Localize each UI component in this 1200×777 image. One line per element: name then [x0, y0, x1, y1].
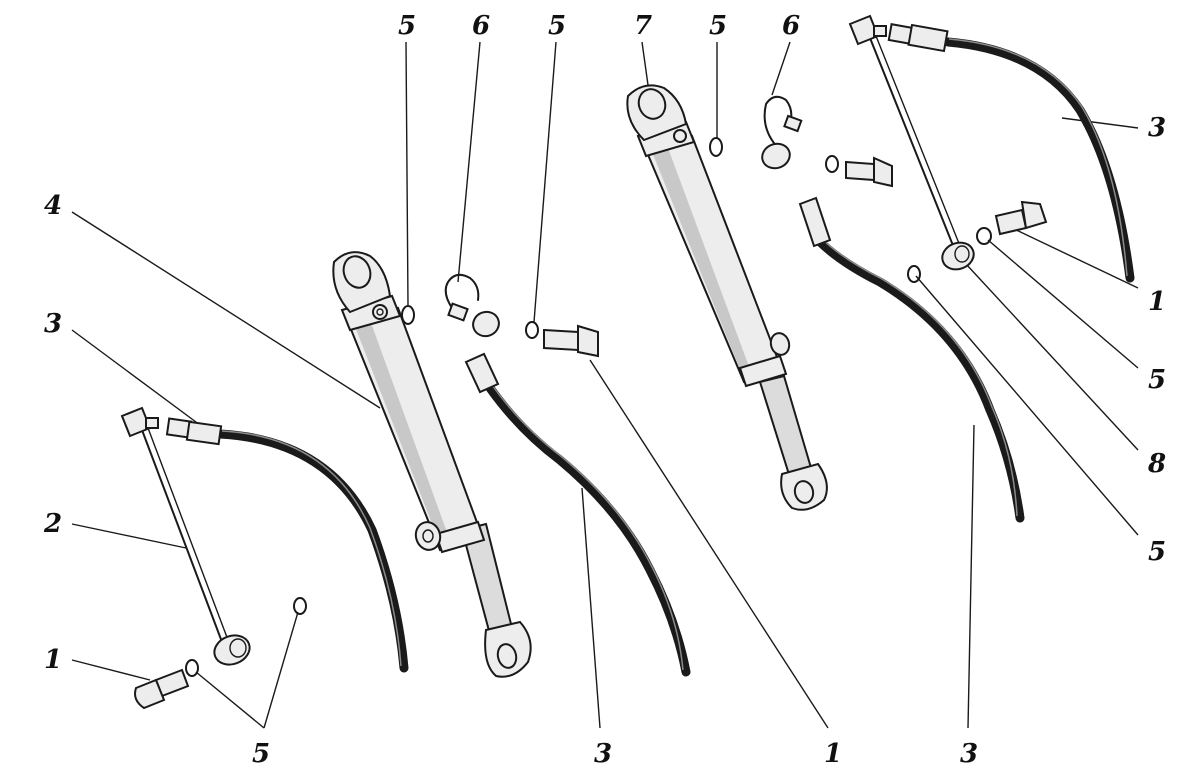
- leader-top-5a: [405, 41, 409, 306]
- leader-top-6b: [771, 41, 791, 96]
- leader-right-5a: [987, 239, 1139, 369]
- washer-2: [525, 321, 539, 339]
- hose-right-lower: [798, 196, 1025, 523]
- hydraulic-cylinder-left: [332, 251, 532, 678]
- callout-top-6a: 6: [472, 11, 490, 41]
- leader-bottom-3a: [581, 487, 601, 729]
- hose-center: [464, 352, 691, 677]
- callout-right-3: 3: [1148, 113, 1166, 143]
- callout-bottom-3b: 3: [960, 739, 978, 769]
- washer-3: [709, 137, 723, 157]
- washer-1: [401, 305, 415, 325]
- callout-bottom-3a: 3: [594, 739, 612, 769]
- hydraulic-cylinder-right: [626, 84, 828, 511]
- washer-6: [907, 265, 921, 283]
- washer-5: [976, 227, 992, 245]
- leader-right-3: [1061, 117, 1139, 129]
- leader-bottom-1: [589, 359, 829, 729]
- banjo-bolt-left: [134, 668, 190, 710]
- hose-right-upper: [887, 23, 1135, 283]
- leader-left-1: [71, 659, 151, 681]
- pipe-right: [848, 14, 975, 271]
- banjo-fitting-right: [761, 95, 803, 170]
- callout-left-4: 4: [44, 191, 62, 221]
- leader-left-2: [71, 523, 187, 549]
- leader-top-5b: [533, 41, 557, 323]
- banjo-bolt-right: [994, 200, 1048, 236]
- banjo-fitting-left: [444, 273, 500, 338]
- callout-top-5a: 5: [398, 11, 416, 41]
- callout-top-7: 7: [634, 11, 652, 41]
- washer-7: [293, 597, 307, 615]
- leader-right-5b: [915, 275, 1139, 536]
- hose-left: [165, 417, 409, 673]
- callout-right-8: 8: [1147, 449, 1166, 479]
- callout-bottom-5: 5: [252, 739, 270, 769]
- pipe-left: [120, 406, 251, 666]
- banjo-bolt-center: [543, 324, 599, 358]
- leader-top-6a: [457, 41, 481, 283]
- callout-top-5c: 5: [709, 11, 727, 41]
- leader-top-7: [641, 41, 649, 86]
- washer-8: [185, 659, 199, 677]
- washer-4: [825, 155, 839, 173]
- callout-right-5b: 5: [1148, 537, 1166, 567]
- callout-right-1: 1: [1148, 287, 1166, 317]
- callout-right-5a: 5: [1148, 365, 1166, 395]
- banjo-bolt-upper-right: [845, 156, 893, 188]
- callout-left-3: 3: [44, 309, 62, 339]
- callout-bottom-1: 1: [824, 739, 842, 769]
- callout-left-1: 1: [44, 645, 62, 675]
- leader-left-3: [71, 329, 201, 426]
- leader-bottom-3b: [967, 424, 975, 729]
- leader-right-1: [1011, 227, 1139, 289]
- callout-left-2: 2: [43, 509, 62, 539]
- leader-lines: [71, 41, 1139, 729]
- leader-bottom-5-a: [195, 671, 265, 729]
- leader-bottom-5-b: [263, 611, 299, 729]
- callout-labels: 5 6 5 7 5 6 4 3 2 1 5 3 1 3 3 1 5 8 5: [43, 11, 1166, 769]
- leader-right-8: [965, 263, 1139, 451]
- sealing-washers: [185, 137, 992, 677]
- leader-left-4: [71, 211, 381, 409]
- callout-top-6b: 6: [782, 11, 800, 41]
- callout-top-5b: 5: [548, 11, 566, 41]
